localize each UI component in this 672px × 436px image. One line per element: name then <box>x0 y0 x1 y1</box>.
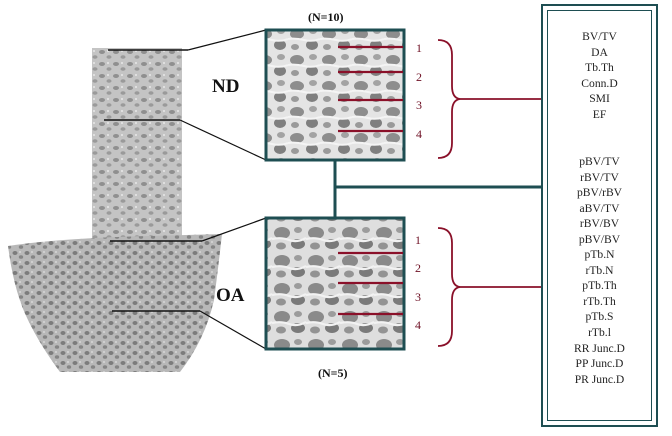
param-da: DA <box>548 45 651 61</box>
oa-group-label: OA <box>216 285 245 307</box>
oa-bracket <box>438 228 460 346</box>
global-parameter-list: BV/TV DA Tb.Th Conn.D SMI EF <box>548 29 651 122</box>
nd-zoom-image <box>266 30 404 160</box>
param-pbv-rbv: pBV/rBV <box>548 185 651 201</box>
param-ptb-th: pTb.Th <box>548 278 651 294</box>
parameter-panel: BV/TV DA Tb.Th Conn.D SMI EF pBV/TV rBV/… <box>541 4 658 427</box>
param-conn-d: Conn.D <box>548 76 651 92</box>
param-smi: SMI <box>548 91 651 107</box>
individual-trabecula-parameter-list: pBV/TV rBV/TV pBV/rBV aBV/TV rBV/BV pBV/… <box>548 154 651 387</box>
oa-zoom-connector-bottom <box>200 311 266 349</box>
nd-line-number-3: 3 <box>416 98 422 113</box>
param-rbv-bv: rBV/BV <box>548 216 651 232</box>
oa-specimen-image <box>8 234 222 372</box>
param-pbv-tv: pBV/TV <box>548 154 651 170</box>
param-tb-th: Tb.Th <box>548 60 651 76</box>
param-rr-junc-d: RR Junc.D <box>548 341 651 357</box>
oa-line-number-1: 1 <box>415 233 421 248</box>
param-abv-tv: aBV/TV <box>548 201 651 217</box>
parameter-panel-inner: BV/TV DA Tb.Th Conn.D SMI EF pBV/TV rBV/… <box>547 10 652 421</box>
param-pr-junc-d: PR Junc.D <box>548 372 651 388</box>
param-ptb-s: pTb.S <box>548 309 651 325</box>
nd-count-label: (N=10) <box>308 10 344 25</box>
param-pbv-bv: pBV/BV <box>548 232 651 248</box>
param-ef: EF <box>548 107 651 123</box>
nd-line-number-2: 2 <box>416 70 422 85</box>
nd-bracket <box>438 40 460 158</box>
param-pp-junc-d: PP Junc.D <box>548 356 651 372</box>
oa-line-number-3: 3 <box>415 290 421 305</box>
nd-line-number-1: 1 <box>416 41 422 56</box>
param-rtb-l: rTb.l <box>548 325 651 341</box>
oa-count-label: (N=5) <box>318 366 348 381</box>
nd-zoom-connector-bottom <box>180 120 266 160</box>
nd-group-label: ND <box>212 76 239 98</box>
nd-specimen-image <box>92 48 182 238</box>
oa-line-number-2: 2 <box>415 261 421 276</box>
nd-line-number-4: 4 <box>416 127 422 142</box>
param-rbv-tv: rBV/TV <box>548 170 651 186</box>
param-rtb-th: rTb.Th <box>548 294 651 310</box>
nd-zoom-connector-top <box>188 30 266 50</box>
oa-zoom-connector-top <box>202 218 266 241</box>
oa-line-number-4: 4 <box>415 318 421 333</box>
param-bv-tv: BV/TV <box>548 29 651 45</box>
param-ptb-n: pTb.N <box>548 247 651 263</box>
param-rtb-n: rTb.N <box>548 263 651 279</box>
